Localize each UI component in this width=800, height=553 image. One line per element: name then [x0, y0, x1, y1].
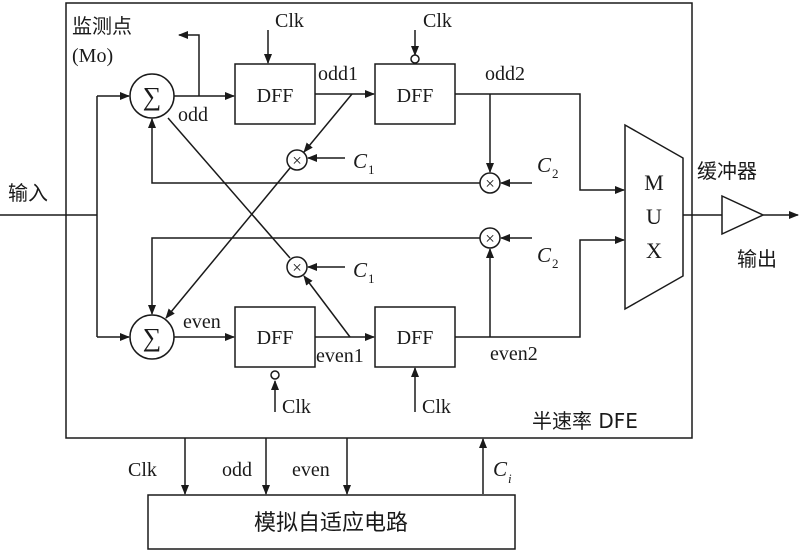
svg-text:i: i: [508, 471, 512, 486]
odd1-label: odd1: [318, 63, 358, 85]
c2-odd-label: C: [537, 153, 552, 177]
mux: [624, 123, 684, 311]
svg-text:2: 2: [552, 166, 559, 181]
even-label: even: [183, 311, 221, 333]
svg-text:×: ×: [292, 151, 302, 170]
svg-text:1: 1: [368, 271, 375, 286]
bottom-even-label: even: [292, 459, 330, 481]
svg-text:×: ×: [485, 174, 495, 193]
svg-text:M: M: [644, 170, 664, 195]
clk-even-1: Clk: [282, 396, 311, 418]
clk-odd-2: Clk: [423, 10, 452, 32]
odd-label: odd: [178, 104, 208, 126]
c1-even-label: C: [353, 258, 368, 282]
monitor-sub-label: (Mo): [72, 45, 113, 67]
output-label: 输出: [737, 247, 777, 271]
c1-odd-label: C: [353, 149, 368, 173]
dfe-title: 半速率 DFE: [532, 409, 638, 433]
even-dff-1: [234, 306, 316, 368]
odd2-label: odd2: [485, 63, 525, 85]
odd-dff-2: [374, 63, 456, 125]
svg-text:DFF: DFF: [397, 85, 434, 107]
odd-summer-symbol: ∑: [143, 82, 162, 111]
svg-text:2: 2: [552, 256, 559, 271]
monitor-label: 监测点: [72, 14, 132, 38]
buffer-label: 缓冲器: [697, 159, 757, 183]
even-summer-symbol: ∑: [143, 323, 162, 352]
bottom-clk-label: Clk: [128, 459, 157, 481]
clk-odd-1: Clk: [275, 10, 304, 32]
adapt-circuit-block: [147, 494, 516, 550]
svg-text:DFF: DFF: [257, 327, 294, 349]
input-label: 输入: [8, 181, 48, 205]
svg-text:U: U: [646, 204, 662, 229]
svg-text:X: X: [646, 238, 662, 263]
svg-text:DFF: DFF: [257, 85, 294, 107]
ci-label: C: [493, 457, 508, 481]
adapt-circuit-label: 模拟自适应电路: [254, 511, 408, 536]
c2-even-label: C: [537, 243, 552, 267]
even2-label: even2: [490, 343, 538, 365]
svg-text:1: 1: [368, 162, 375, 177]
bottom-odd-label: odd: [222, 459, 252, 481]
even1-label: even1: [316, 345, 364, 367]
clk-even-2: Clk: [422, 396, 451, 418]
svg-text:DFF: DFF: [397, 327, 434, 349]
output-buffer: [721, 194, 765, 236]
svg-text:×: ×: [292, 258, 302, 277]
svg-text:×: ×: [485, 229, 495, 248]
